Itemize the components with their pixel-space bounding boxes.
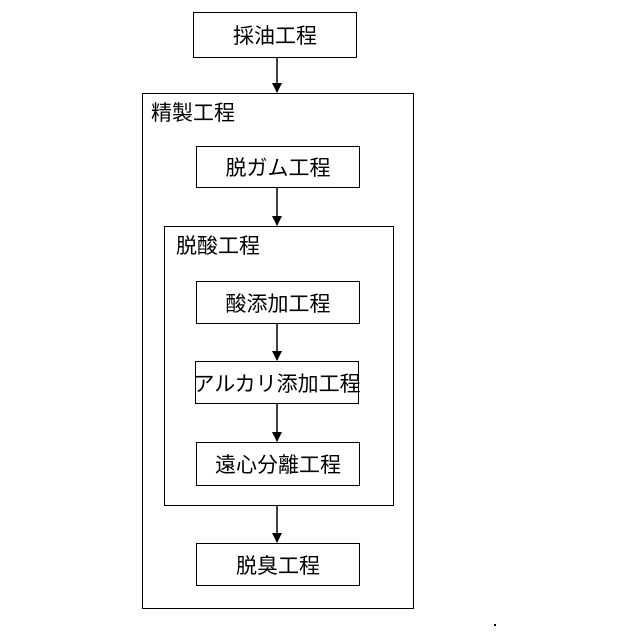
stray-mark [494, 624, 496, 626]
